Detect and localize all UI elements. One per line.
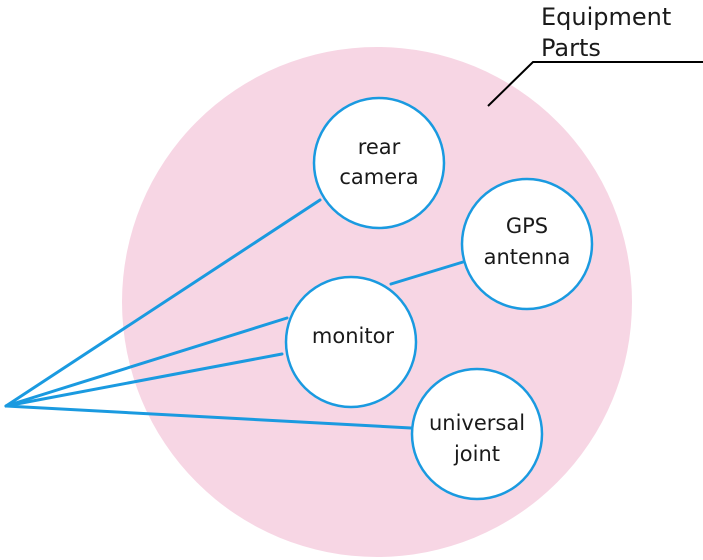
set-label-line-1: Equipment xyxy=(541,3,671,31)
connector-to-rear-camera xyxy=(4,198,322,408)
rear-camera-label-line-1: rear xyxy=(358,135,401,159)
universal-joint-label-line-1: universal xyxy=(429,411,525,435)
label-leader-line xyxy=(487,61,703,107)
universal-joint-label-line-2: joint xyxy=(453,442,500,466)
gps-antenna-circle xyxy=(460,177,594,311)
connector-lines xyxy=(4,198,465,430)
monitor-label: monitor xyxy=(312,324,395,348)
connector-to-universal-joint xyxy=(4,404,413,430)
element-universal-joint: universal joint xyxy=(410,367,544,501)
rear-camera-label-line-2: camera xyxy=(339,165,418,189)
universal-joint-circle xyxy=(410,367,544,501)
gps-antenna-label-line-1: GPS xyxy=(506,214,548,238)
connector-to-monitor-lower xyxy=(4,352,284,408)
monitor-circle xyxy=(284,275,418,409)
rear-camera-circle xyxy=(312,96,446,230)
element-gps-antenna: GPS antenna xyxy=(460,177,594,311)
element-monitor: monitor xyxy=(284,275,418,409)
element-rear-camera: rear camera xyxy=(312,96,446,230)
connector-monitor-to-gps-antenna xyxy=(389,260,465,286)
gps-antenna-label-line-2: antenna xyxy=(484,245,571,269)
connector-to-monitor-upper xyxy=(4,316,289,408)
set-label-line-2: Parts xyxy=(541,34,601,62)
